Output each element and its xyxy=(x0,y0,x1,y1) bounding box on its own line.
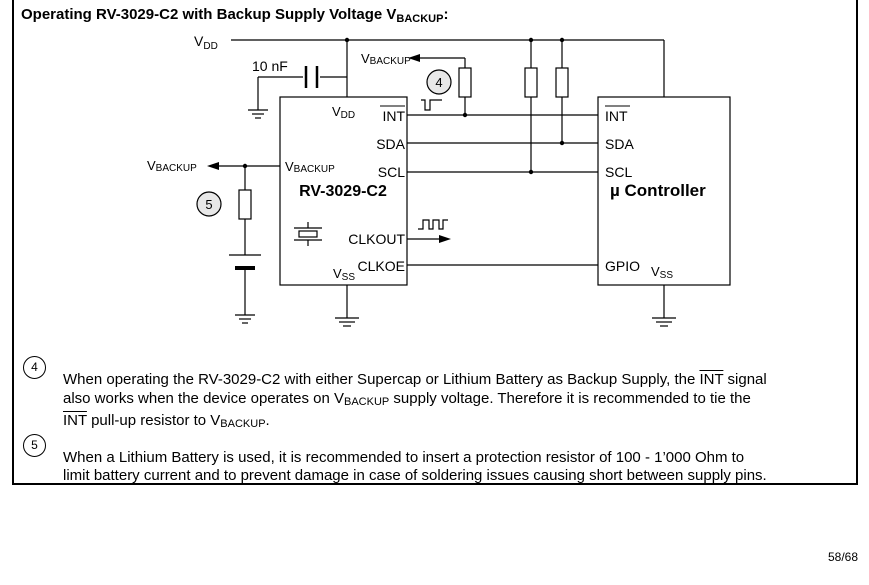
note-4-line-1: When operating the RV-3029-C2 with eithe… xyxy=(63,371,767,388)
microcontroller-chip xyxy=(597,96,731,286)
mcu-pin-vss: VSS xyxy=(651,264,673,281)
page-number: 58/68 xyxy=(828,550,859,564)
note-4-marker: 4 xyxy=(23,356,46,379)
note-4-line-2: also works when the device operates on V… xyxy=(63,390,751,408)
vdd-label: VDD xyxy=(194,33,218,52)
ground-icon xyxy=(248,109,268,119)
rtc-pin-sda: SDA xyxy=(376,136,405,152)
callout-4: 4 xyxy=(426,69,452,95)
clkout-arrow-icon xyxy=(439,235,451,243)
rtc-pin-clkoe: CLKOE xyxy=(358,258,405,274)
section-frame xyxy=(12,0,858,485)
svg-text:4: 4 xyxy=(435,75,442,90)
capacitor-icon xyxy=(304,66,319,88)
note-5-marker: 5 xyxy=(23,434,46,457)
mcu-pin-gpio: GPIO xyxy=(605,258,640,274)
rtc-pin-vss: VSS xyxy=(333,266,355,283)
rtc-name: RV-3029-C2 xyxy=(299,183,387,200)
mcu-pin-scl: SCL xyxy=(605,164,632,180)
battery-icon xyxy=(229,254,261,270)
mcu-name: µ Controller xyxy=(610,181,706,200)
rtc-pin-int: INT xyxy=(382,108,405,124)
mcu-pin-int: INT xyxy=(605,108,628,124)
rtc-chip xyxy=(279,96,408,286)
junction-dots xyxy=(242,37,565,175)
ground-icon xyxy=(335,317,359,327)
protection-resistor-icon xyxy=(238,189,252,220)
rtc-pin-clkout: CLKOUT xyxy=(348,231,405,247)
note-5-line-1: When a Lithium Battery is used, it is re… xyxy=(63,449,745,466)
callout-5: 5 xyxy=(196,191,222,217)
scl-pullup-resistor-icon xyxy=(524,67,538,98)
vbackup-left-label: VBACKUP xyxy=(147,158,197,174)
note-5-line-2: limit battery current and to prevent dam… xyxy=(63,467,767,484)
ground-icon xyxy=(235,314,255,324)
rtc-pin-vbackup: VBACKUP xyxy=(285,159,335,175)
int-pullup-resistor-icon xyxy=(458,67,472,98)
vbackup-arrow-icon xyxy=(408,54,420,62)
section-title: Operating RV-3029-C2 with Backup Supply … xyxy=(21,6,449,25)
svg-text:5: 5 xyxy=(205,197,212,212)
vbackup-top-label: VBACKUP xyxy=(361,51,411,67)
vbackup-left-arrow-icon xyxy=(207,162,219,170)
crystal-icon xyxy=(294,222,322,246)
mcu-pin-sda: SDA xyxy=(605,136,634,152)
rtc-pin-scl: SCL xyxy=(378,164,405,180)
rtc-pin-vdd: VDD xyxy=(332,104,355,121)
ground-icon xyxy=(652,317,676,327)
note-4-line-3: INT pull-up resistor to VBACKUP. xyxy=(63,412,270,430)
sda-pullup-resistor-icon xyxy=(555,67,569,98)
circuit-diagram: 4 5 VDD 10 nF VBACKUP VBACKUP VDD INT SD… xyxy=(147,33,731,327)
capacitor-value-label: 10 nF xyxy=(252,58,288,74)
